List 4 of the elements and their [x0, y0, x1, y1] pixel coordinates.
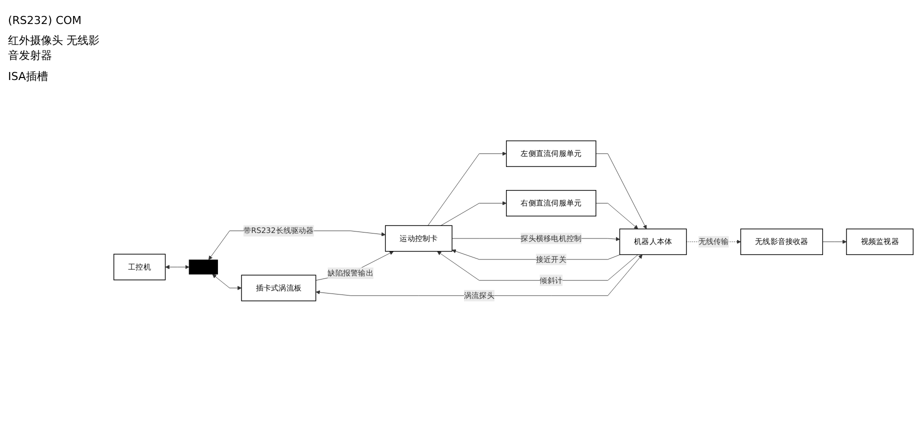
port-label: (RS232) COM: [8, 14, 83, 27]
port-label: 红外摄像头 无线影音发射器: [8, 33, 100, 63]
port-label: ISA插槽: [8, 69, 49, 84]
node-bar: [188, 260, 218, 275]
